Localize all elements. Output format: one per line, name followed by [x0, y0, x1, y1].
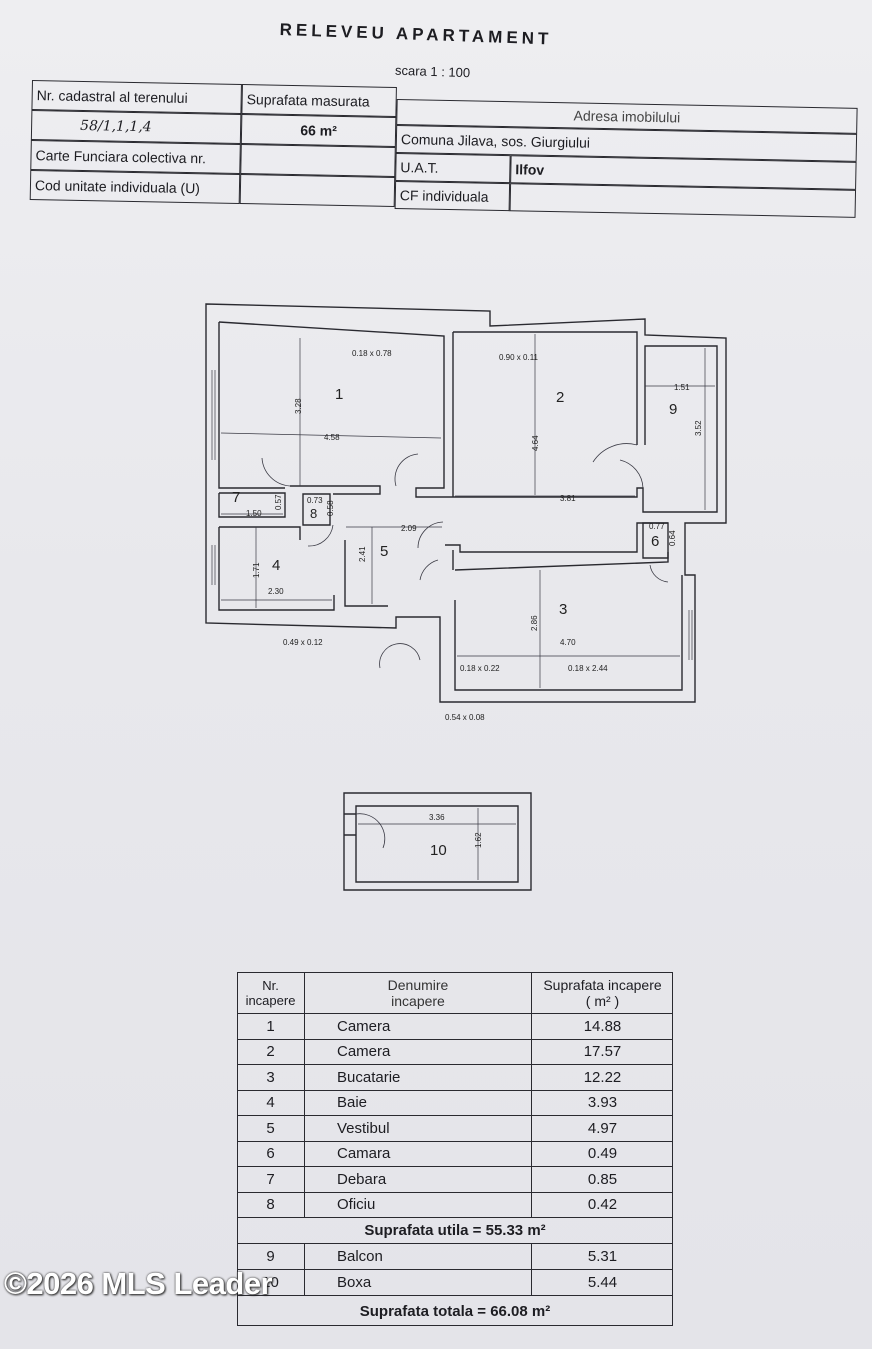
table-row: 7 Debara 0.85 [237, 1167, 673, 1193]
room-number-4: 4 [272, 557, 281, 574]
table-row: 10 Boxa 5.44 [237, 1270, 673, 1296]
cell-name: Boxa [305, 1270, 532, 1295]
dim-label: 3.28 [294, 398, 303, 414]
room-number-2: 2 [556, 389, 565, 406]
cell-nr: 7 [237, 1167, 305, 1192]
cell-area: 0.42 [587, 1196, 618, 1214]
cell-area: 0.85 [587, 1170, 618, 1188]
cell-nr: 4 [237, 1090, 305, 1115]
dim-label: 0.18 x 0.78 [352, 349, 392, 358]
cell-name: Balcon [305, 1244, 532, 1269]
table-row: 3 Bucatarie 12.22 [237, 1065, 673, 1091]
cell-nr: 10 [237, 1270, 305, 1295]
header-sup-line1: Suprafata incapere [543, 976, 662, 993]
table-row: 2 Camera 17.57 [237, 1039, 673, 1065]
room-number-3: 3 [559, 601, 568, 618]
header-nr: Nr. incapere [237, 972, 305, 1013]
dim-label: 0.64 [668, 530, 677, 546]
cell-area: 3.93 [587, 1094, 618, 1112]
cell-name: Baie [305, 1090, 532, 1115]
dim-label: 0.58 [326, 500, 335, 516]
dim-label: 0.18 x 2.44 [568, 664, 608, 673]
dim-label: 0.18 x 0.22 [460, 664, 500, 673]
cell-area: 4.97 [587, 1119, 618, 1137]
dim-label: 2.86 [530, 615, 539, 631]
dim-label: 2.30 [268, 587, 284, 596]
table-row: 8 Oficiu 0.42 [237, 1192, 673, 1218]
room-number-7: 7 [232, 489, 241, 506]
cell-nr: 3 [237, 1065, 305, 1090]
cell-nr: 1 [237, 1014, 305, 1039]
dim-label: 3.36 [429, 813, 445, 822]
dim-label: 0.57 [274, 494, 283, 510]
dim-label: 0.49 x 0.12 [283, 638, 323, 647]
table-row: 4 Baie 3.93 [237, 1090, 673, 1116]
cell-name: Camera [305, 1014, 532, 1039]
dim-label: 0.90 x 0.11 [499, 353, 538, 362]
cell-area: 17.57 [583, 1043, 622, 1061]
cell-nr: 8 [237, 1192, 305, 1217]
cell-area: 5.44 [587, 1274, 618, 1291]
dim-label: 3.81 [560, 494, 576, 503]
cell-area: 12.22 [583, 1068, 622, 1086]
cell-name: Bucatarie [305, 1065, 532, 1090]
suprafata-totala: Suprafata totala = 66.08 m² [359, 1302, 551, 1320]
cell-area: 5.31 [587, 1248, 618, 1265]
suprafata-utila: Suprafata utila = 55.33 m² [364, 1222, 546, 1239]
cell-name: Camara [305, 1141, 532, 1166]
table-row: 1 Camera 14.88 [237, 1014, 673, 1040]
header-sup-line2: ( m² ) [585, 992, 620, 1009]
cell-name: Debara [305, 1167, 532, 1192]
header-den-line2: incapere [391, 992, 445, 1009]
table-summary-row: Suprafata totala = 66.08 m² [237, 1296, 673, 1326]
dim-label: 3.52 [694, 420, 703, 436]
dim-label: 0.73 [307, 496, 323, 505]
room-number-5: 5 [380, 543, 389, 560]
watermark: ©2026 MLS Leader [4, 1266, 273, 1301]
room-number-9: 9 [669, 401, 678, 418]
dim-label: 2.09 [401, 524, 417, 533]
cell-area: 0.49 [587, 1145, 618, 1163]
floor-plan-drawing [205, 303, 727, 891]
dim-label: 1.51 [674, 383, 690, 392]
table-row: 5 Vestibul 4.97 [237, 1116, 673, 1142]
header-nr-line1: Nr. [262, 977, 279, 993]
dim-label: 0.54 x 0.08 [445, 713, 485, 722]
outer-wall [205, 303, 727, 703]
cell-nr: 9 [237, 1244, 305, 1269]
header-suprafata: Suprafata incapere ( m² ) [532, 972, 673, 1013]
cell-name: Camera [305, 1039, 532, 1064]
cell-area: 14.88 [583, 1017, 622, 1035]
room-number-8: 8 [310, 506, 318, 521]
table-row: 6 Camara 0.49 [237, 1141, 673, 1167]
dim-label: 2.41 [358, 546, 367, 562]
cell-nr: 2 [237, 1039, 305, 1064]
dim-label: 1.71 [252, 562, 261, 578]
table-header-row: Nr. incapere Denumire incapere Suprafata… [237, 972, 673, 1014]
dim-label: 1.50 [246, 509, 262, 518]
room-number-1: 1 [335, 386, 344, 403]
cell-name: Vestibul [305, 1116, 532, 1141]
dim-label: 4.70 [560, 638, 576, 647]
cell-name: Oficiu [305, 1192, 532, 1217]
table-row: 9 Balcon 5.31 [237, 1244, 673, 1270]
header-nr-line2: incapere [245, 992, 296, 1008]
dim-label: 0.77 [649, 522, 665, 531]
rooms-table-frame [237, 972, 673, 1326]
cell-nr: 6 [237, 1141, 305, 1166]
room-number-10: 10 [430, 842, 447, 859]
dim-label: 4.58 [324, 433, 340, 442]
header-den-line1: Denumire [387, 976, 449, 993]
room-number-6: 6 [651, 533, 660, 550]
dim-label: 4.64 [531, 435, 540, 451]
header-denumire: Denumire incapere [305, 972, 532, 1013]
table-summary-row: Suprafata utila = 55.33 m² [237, 1218, 673, 1244]
cell-nr: 5 [237, 1116, 305, 1141]
dim-label: 1.62 [474, 832, 483, 848]
